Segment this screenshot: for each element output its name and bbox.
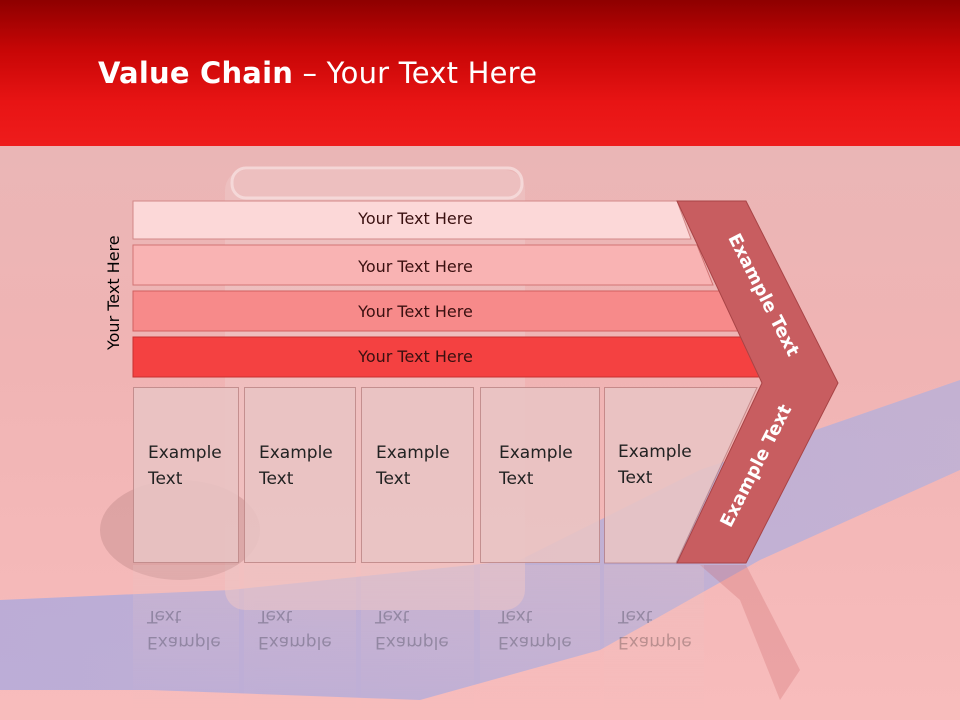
box-2-line1: Example (259, 443, 333, 463)
refl-1-line1: Example (147, 632, 221, 652)
refl-5-line2: Text (618, 606, 653, 626)
example-box-5-shape (604, 387, 758, 564)
header-band (0, 0, 960, 146)
bar-4-label: Your Text Here (358, 347, 473, 366)
box-5-line2: Text (618, 468, 653, 488)
bar-3-label: Your Text Here (358, 302, 473, 321)
reflection-2-text: Example Text (258, 603, 358, 655)
refl-5-line1: Example (618, 632, 692, 652)
example-box-3-reflection: Example Text (361, 565, 474, 715)
bar-2 (132, 244, 714, 286)
box-1-line2: Text (148, 469, 183, 489)
chevron-reflection (677, 565, 800, 700)
refl-3-line1: Example (375, 632, 449, 652)
title-bold: Value Chain (98, 56, 294, 90)
refl-2-line1: Example (258, 632, 332, 652)
chevron-arrow (676, 200, 839, 564)
example-box-5-reflection: Example Text (604, 565, 704, 715)
example-box-4-reflection: Example Text (480, 565, 600, 715)
example-box-1-reflection: Example Text (133, 565, 239, 715)
box-3-line2: Text (376, 469, 411, 489)
title-rest: – Your Text Here (293, 56, 538, 90)
bar-2-label: Your Text Here (358, 257, 473, 276)
refl-3-line2: Text (375, 606, 410, 626)
box-2-line2: Text (259, 469, 294, 489)
reflection-4-text: Example Text (498, 603, 598, 655)
refl-1-line2: Text (147, 606, 182, 626)
bar-1 (132, 200, 692, 240)
reflection-5-text: Example Text (618, 603, 718, 655)
refl-4-line2: Text (498, 606, 533, 626)
box-1-line1: Example (148, 443, 222, 463)
refl-4-line1: Example (498, 632, 572, 652)
box-5-line1: Example (618, 442, 692, 462)
example-box-2-reflection: Example Text (244, 565, 356, 715)
box-4-line2: Text (499, 469, 534, 489)
refl-2-line2: Text (258, 606, 293, 626)
box-4-line1: Example (499, 443, 573, 463)
slide-title: Value Chain – Your Text Here (98, 56, 537, 90)
reflection-1-text: Example Text (147, 603, 247, 655)
reflection-3-text: Example Text (375, 603, 475, 655)
bar-1-label: Your Text Here (358, 209, 473, 228)
box-3-line1: Example (376, 443, 450, 463)
